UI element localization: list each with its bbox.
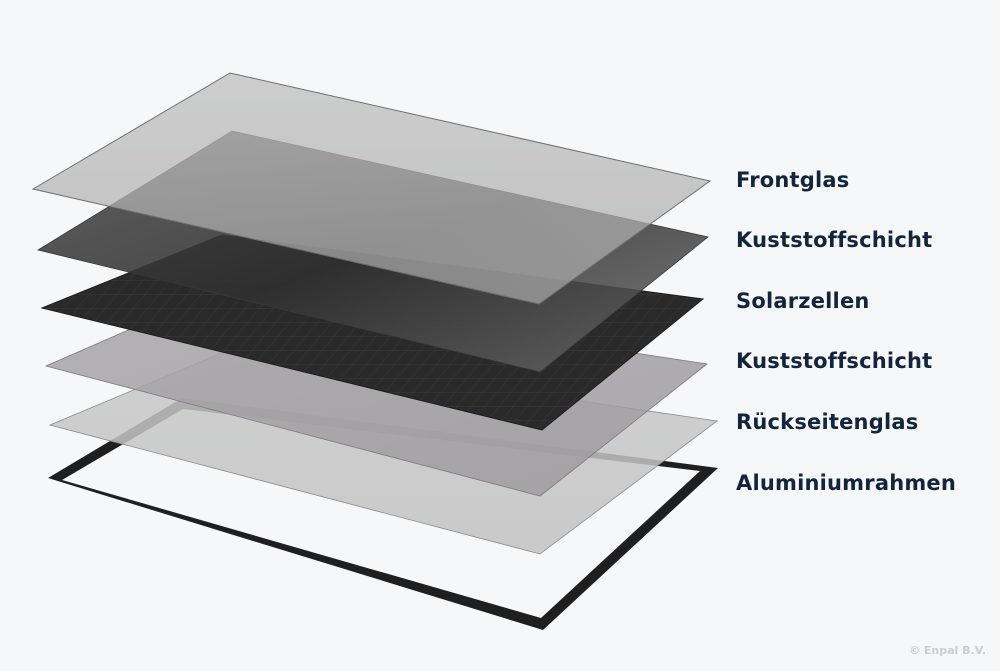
label-upper-plastic-layer: Kuststoffschicht — [736, 228, 933, 252]
label-solar-cells: Solarzellen — [736, 289, 870, 313]
label-aluminium-frame: Aluminiumrahmen — [736, 471, 957, 495]
label-front-glass: Frontglas — [736, 168, 850, 192]
copyright-notice: © Enpal B.V. — [909, 644, 986, 657]
front-glass-layer — [31, 72, 712, 305]
label-back-glass: Rückseitenglas — [736, 410, 919, 434]
label-lower-plastic-layer: Kuststoffschicht — [736, 349, 933, 373]
